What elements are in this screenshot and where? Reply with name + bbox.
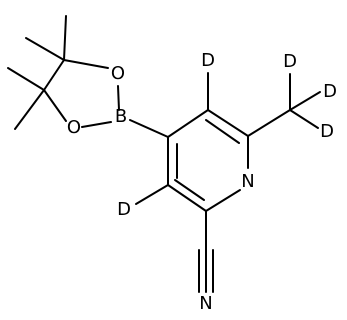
atom-label-deuterium-ring-top: D [201,50,215,71]
bond-c-c-pinacol-backbone [43,59,65,91]
bond-c3-d [135,184,169,205]
bond-c2-c3 [167,184,207,212]
atom-label-deuterium-methyl-right: D [323,81,337,102]
bond-methyl-1 [63,15,67,61]
bond-o-c-lower [43,89,67,122]
atom-label-nitrogen-ring: N [241,171,254,192]
atom-label-oxygen-lower: O [67,117,81,138]
bond-cd3-d-lower [289,109,319,129]
bond-methyl-2 [25,37,65,61]
bond-c-o-upper [63,59,109,69]
bond-o-b-upper [117,85,120,111]
atom-label-nitrogen-nitrile: N [199,293,212,314]
bond-methyl-3 [7,67,45,91]
bond-b-c-aryl [129,119,169,138]
atom-label-deuterium-methyl-lower: D [320,121,334,142]
bond-c5-c6 [207,109,249,137]
bond-b-o-lower [81,121,112,128]
bond-n1-c2 [205,189,241,212]
atom-label-deuterium-methyl-top: D [283,51,297,72]
atom-label-oxygen-upper: O [111,63,125,84]
atom-label-deuterium-ring-bottom: D [117,199,131,220]
atom-label-boron: B [115,106,127,127]
bond-c6-cd3 [247,109,291,137]
bond-methyl-4 [14,89,45,130]
bond-c2-c3-inner [174,179,205,201]
bond-cd3-d-right [289,91,321,111]
bond-c4-c5 [167,109,209,138]
bond-c6-c6-inner [205,119,240,144]
